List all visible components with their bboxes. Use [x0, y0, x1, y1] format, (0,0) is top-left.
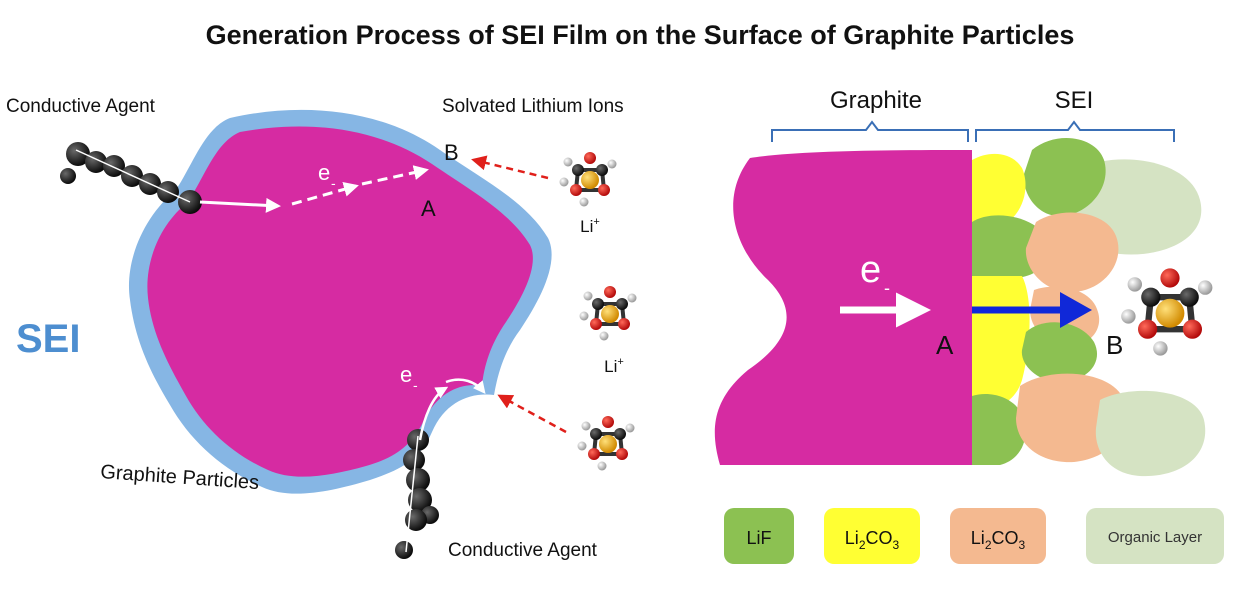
legend-swatch-lif — [724, 508, 794, 564]
sei-block-lif-mid2 — [1021, 322, 1098, 383]
sei-label-right: SEI — [1055, 87, 1094, 114]
point-b-right: B — [1106, 330, 1123, 360]
point-a-right: A — [936, 330, 954, 360]
point-a-left: A — [421, 196, 436, 221]
solvated-ion-molecule-3 — [575, 414, 637, 473]
electron-arrow-bottom — [418, 378, 486, 441]
electron-label-bottom: e — [400, 362, 412, 387]
conductive-agent-bottom-chain — [395, 429, 439, 559]
legend-swatch-organic — [1086, 508, 1224, 564]
legend-swatch-li2co3-peach — [950, 508, 1046, 564]
sei-label-left: SEI — [16, 317, 80, 361]
sei-block-lif-bottom — [972, 394, 1026, 465]
electron-sign-top: - — [331, 175, 336, 191]
sei-block-li2co3-peach-top — [1025, 212, 1119, 293]
graphite-bracket — [771, 120, 969, 142]
point-b-left: B — [444, 140, 459, 165]
sei-block-lif-top — [1023, 137, 1106, 217]
electron-sign-bottom: - — [413, 377, 418, 393]
solvated-ions-label: Solvated Lithium Ions — [442, 96, 624, 117]
solvated-ion-molecule-1 — [557, 150, 619, 209]
legend-label-lif: LiF — [746, 528, 771, 548]
electron-sign-right: - — [884, 278, 890, 298]
electron-arrow-top — [199, 165, 429, 213]
sei-block-organic-bottom — [1095, 390, 1206, 477]
legend: LiF Li2CO3 Li2CO3 Organic Layer — [724, 508, 1224, 564]
sei-block-li2co3-yellow-top — [972, 153, 1026, 222]
legend-label-li2co3-yellow: Li2CO3 — [845, 528, 900, 552]
ion-arrow-top — [471, 155, 549, 180]
blue-arrow-head — [1060, 292, 1092, 328]
sei-bracket — [975, 120, 1175, 142]
electron-label-top: e — [318, 160, 330, 185]
legend-label-organic: Organic Layer — [1108, 529, 1202, 546]
li-ion-label-2: Li+ — [604, 356, 624, 376]
conductive-agent-label-bottom: Conductive Agent — [448, 540, 598, 561]
solvated-ion-molecule-2 — [577, 284, 639, 343]
solvated-ion-molecule-right — [1121, 268, 1212, 355]
graphite-particle — [128, 109, 552, 494]
conductive-agent-top-chain — [60, 142, 202, 214]
ion-arrow-bottom — [497, 394, 567, 434]
legend-label-li2co3-peach: Li2CO3 — [971, 528, 1026, 552]
page-title: Generation Process of SEI Film on the Su… — [206, 20, 1075, 50]
li-ion-label-1: Li+ — [580, 216, 600, 236]
conductive-agent-label-top: Conductive Agent — [6, 96, 156, 117]
legend-swatch-li2co3-yellow — [824, 508, 920, 564]
electron-label-right: e — [860, 249, 881, 291]
graphite-label: Graphite — [830, 87, 922, 114]
